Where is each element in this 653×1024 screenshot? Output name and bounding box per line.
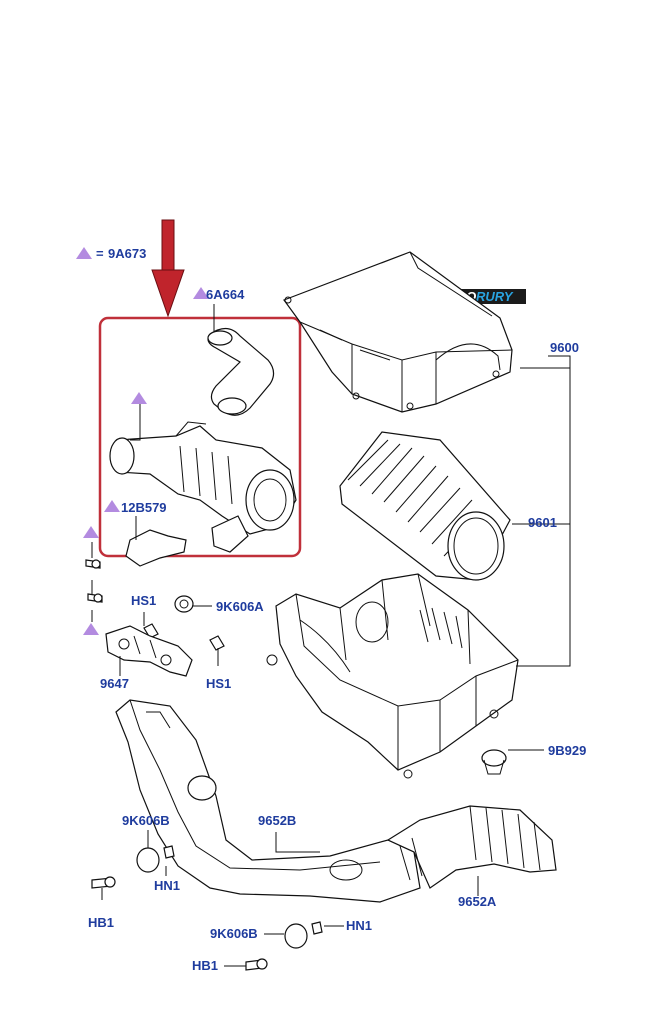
label-9601: 9601: [528, 515, 557, 530]
intake-hose-assembly-drawing: [109, 327, 297, 567]
label-9K606B-upper: 9K606B: [122, 813, 170, 828]
label-12B579: 12B579: [121, 500, 167, 515]
intake-duct-9652A-drawing: [386, 805, 557, 889]
label-9647: 9647: [100, 676, 129, 691]
part-labels: 6A664 12B579 9600 9601 HS1 9K606A HS1 96…: [88, 287, 586, 973]
legend-part-number: 9A673: [108, 246, 146, 261]
fasteners-lower-drawing: [91, 749, 507, 971]
label-HN1-lower: HN1: [346, 918, 372, 933]
bracket-9647-drawing: [105, 625, 193, 677]
intake-duct-9652B-drawing: [115, 699, 421, 903]
marker-triangle-icon: [76, 247, 92, 259]
highlight-box: [98, 316, 302, 558]
label-9K606B-lower: 9K606B: [210, 926, 258, 941]
label-HS1-upper: HS1: [131, 593, 156, 608]
marker-triangle-icon: [131, 392, 147, 404]
fasteners-left-drawing: [85, 559, 225, 651]
marker-triangle-icon: [83, 623, 99, 635]
marker-triangle-icon: [193, 287, 209, 299]
air-filter-element-drawing: [339, 431, 511, 581]
logo-text-rury: RURY: [476, 289, 514, 304]
part-markers: [83, 287, 209, 635]
legend: = 9A673: [76, 246, 146, 261]
label-9600: 9600: [550, 340, 579, 355]
leader-lines: [91, 304, 571, 967]
label-HB1-lower: HB1: [192, 958, 218, 973]
airbox-lower-drawing: [266, 573, 519, 779]
label-HS1-lower: HS1: [206, 676, 231, 691]
label-9652A: 9652A: [458, 894, 497, 909]
label-9652B: 9652B: [258, 813, 296, 828]
label-HN1-upper: HN1: [154, 878, 180, 893]
marker-triangle-icon: [104, 500, 120, 512]
label-9K606A: 9K606A: [216, 599, 264, 614]
label-9B929: 9B929: [548, 743, 586, 758]
label-6A664: 6A664: [206, 287, 245, 302]
marker-triangle-icon: [83, 526, 99, 538]
label-HB1-upper: HB1: [88, 915, 114, 930]
airbox-cover-drawing: [283, 251, 513, 413]
red-down-arrow-icon: [151, 219, 185, 318]
legend-equals: =: [96, 246, 104, 261]
